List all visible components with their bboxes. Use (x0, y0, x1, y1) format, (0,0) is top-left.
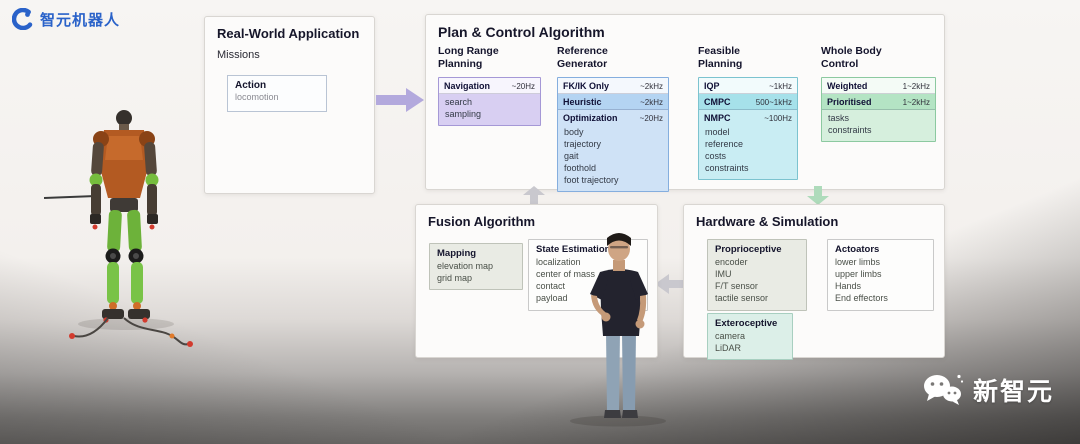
proprioceptive-title: Proprioceptive (715, 244, 782, 255)
iqp-row: IQP ~1kHz (699, 78, 797, 94)
presenter (570, 233, 666, 427)
row-label: Heuristic (563, 96, 602, 107)
row-rate: ~2kHz (640, 97, 663, 107)
robot-illustration (44, 110, 193, 347)
state-estimation-title: State Estimation (536, 244, 611, 255)
agibot-logo: 智元机器人 (12, 8, 120, 30)
navigation-block: Navigation ~20Hz search sampling (438, 77, 541, 127)
proprioceptive-box: Proprioceptive encoder IMU F/T sensor ta… (707, 239, 807, 311)
agibot-logo-icon (12, 8, 34, 30)
support-rail (44, 195, 97, 199)
row-label: NMPC (704, 112, 731, 123)
optimization-row: Optimization ~20Hz (558, 110, 668, 124)
chat-bubble-icon (924, 374, 964, 405)
real-world-application-panel: Real-World Application Missions Action l… (204, 16, 375, 194)
hardware-simulation-title: Hardware & Simulation (696, 214, 839, 229)
arrow-fusion-to-plan (523, 186, 545, 205)
row-rate: 1~2kHz (902, 97, 930, 107)
fusion-algorithm-title: Fusion Algorithm (428, 214, 536, 229)
prioritised-row: Prioritised 1~2kHz (822, 94, 935, 110)
row-label: CMPC (704, 96, 731, 107)
missions-label: Missions (217, 49, 260, 61)
mapping-items: elevation map grid map (437, 261, 494, 284)
plan-control-panel: Plan & Control Algorithm Long Range Plan… (425, 14, 945, 193)
reference-generator-block: FK/IK Only ~2kHz Heuristic ~2kHz Optimiz… (557, 77, 669, 193)
hardware-simulation-panel: Hardware & Simulation Proprioceptive enc… (683, 204, 945, 361)
feasible-planning-block: IQP ~1kHz CMPC 500~1kHz NMPC ~100Hz mode… (698, 77, 798, 181)
robot-shadow (78, 318, 174, 330)
agibot-logo-text: 智元机器人 (40, 11, 121, 29)
optimization-items: body trajectory gait foothold foot traje… (564, 126, 619, 186)
feasible-planning-header: Feasible Planning (698, 45, 743, 70)
row-label: Navigation (444, 80, 491, 91)
row-rate: ~1kHz (769, 81, 792, 91)
presenter-glasses (610, 246, 628, 249)
presenter-shirt (600, 269, 641, 336)
row-rate: ~20Hz (639, 113, 663, 123)
navigation-items: search sampling (445, 97, 482, 120)
proprioceptive-items: encoder IMU F/T sensor tactile sensor (715, 257, 769, 304)
row-label: Prioritised (827, 96, 872, 107)
exteroceptive-title: Exteroceptive (715, 318, 778, 329)
row-label: Optimization (563, 112, 618, 123)
row-rate: ~2kHz (640, 81, 663, 91)
actuators-box: Actoators lower limbs upper limbs Hands … (827, 239, 934, 311)
action-box: Action locomotion (227, 75, 327, 112)
actuators-title: Actoators (835, 244, 880, 255)
presenter-shadow (570, 415, 666, 427)
action-items: locomotion (235, 92, 279, 102)
long-range-planning-header: Long Range Planning (438, 45, 499, 70)
row-label: FK/IK Only (563, 80, 610, 91)
fkik-row: FK/IK Only ~2kHz (558, 78, 668, 94)
mapping-box: Mapping elevation map grid map (429, 243, 523, 291)
row-rate: ~100Hz (764, 113, 792, 123)
real-world-application-title: Real-World Application (217, 26, 360, 41)
row-rate: 500~1kHz (755, 97, 792, 107)
whole-body-items: tasks constraints (828, 113, 872, 136)
exteroceptive-box: Exteroceptive camera LiDAR (707, 313, 793, 361)
nmpc-row: NMPC ~100Hz (699, 110, 797, 124)
weighted-row: Weighted 1~2kHz (822, 78, 935, 94)
arrow-app-to-plan (376, 88, 424, 112)
action-title: Action (235, 80, 267, 91)
watermark-text: 新智元 (973, 378, 1055, 406)
heuristic-row: Heuristic ~2kHz (558, 94, 668, 110)
reference-generator-header: Reference Generator (557, 45, 608, 70)
exteroceptive-items: camera LiDAR (715, 331, 746, 354)
nmpc-items: model reference costs constraints (705, 126, 749, 173)
whole-body-control-header: Whole Body Control (821, 45, 882, 70)
arrow-plan-to-hardware (807, 186, 829, 205)
row-label: IQP (704, 80, 720, 91)
row-label: Weighted (827, 80, 868, 91)
arrow-hardware-to-fusion (655, 274, 685, 294)
navigation-row: Navigation ~20Hz (439, 78, 540, 94)
watermark: 新智元 (922, 372, 1054, 408)
row-rate: ~20Hz (511, 81, 535, 91)
robot-head (116, 110, 132, 126)
presenter-head (608, 237, 630, 261)
whole-body-control-block: Weighted 1~2kHz Prioritised 1~2kHz tasks… (821, 77, 936, 143)
mapping-title: Mapping (437, 248, 477, 259)
plan-control-title: Plan & Control Algorithm (438, 24, 605, 40)
robot-leg (107, 209, 122, 253)
row-rate: 1~2kHz (902, 81, 930, 91)
state-estimation-items: localization center of mass contact payl… (536, 257, 596, 304)
cmpc-row: CMPC 500~1kHz (699, 94, 797, 110)
actuators-items: lower limbs upper limbs Hands End effect… (835, 257, 888, 304)
